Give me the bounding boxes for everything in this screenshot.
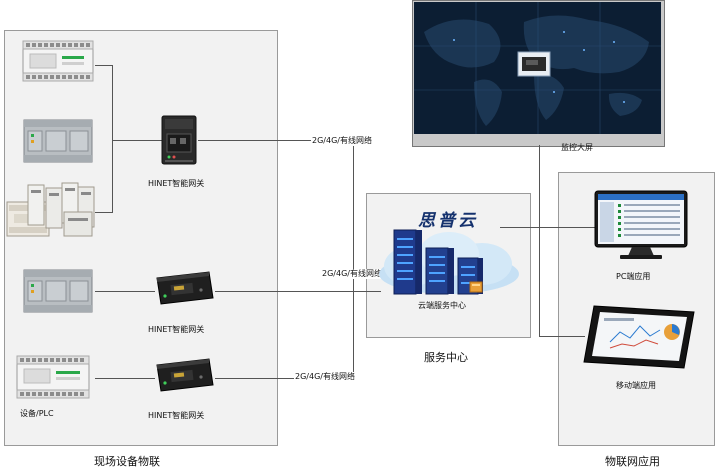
pc-monitor-icon [594,190,688,259]
hinet-gateway-icon [156,271,214,305]
plc-device-icon [16,355,90,399]
tablet-icon [583,305,695,369]
plc-device-icon [22,40,94,82]
cloud-service-center-label: 云端服务中心 [418,301,466,310]
device-plc-label: 设备/PLC [20,409,54,418]
service-center-caption: 服务中心 [424,351,468,364]
gateway-label: HINET智能网关 [148,411,205,420]
network-label: 2G/4G/有线网络 [321,269,383,279]
monitor-screen-label: 监控大屏 [561,143,593,152]
hinet-gateway-icon [161,115,197,165]
network-label: 2G/4G/有线网络 [311,136,373,146]
pc-app-label: PC端应用 [616,272,651,281]
cloud-server-icon [379,229,519,295]
plc-device-icon [23,119,93,163]
field-devices-caption: 现场设备物联 [94,455,160,468]
gateway-label: HINET智能网关 [148,325,205,334]
gateway-label: HINET智能网关 [148,179,205,188]
network-label: 2G/4G/有线网络 [294,372,356,382]
hinet-gateway-icon [156,358,214,392]
iot-application-caption: 物联网应用 [605,455,660,468]
cloud-brand-title: 思普云 [418,211,478,231]
mobile-app-label: 移动端应用 [616,381,656,390]
plc-device-icon [6,182,95,237]
plc-device-icon [23,269,93,313]
monitor-screen-map [414,2,661,134]
